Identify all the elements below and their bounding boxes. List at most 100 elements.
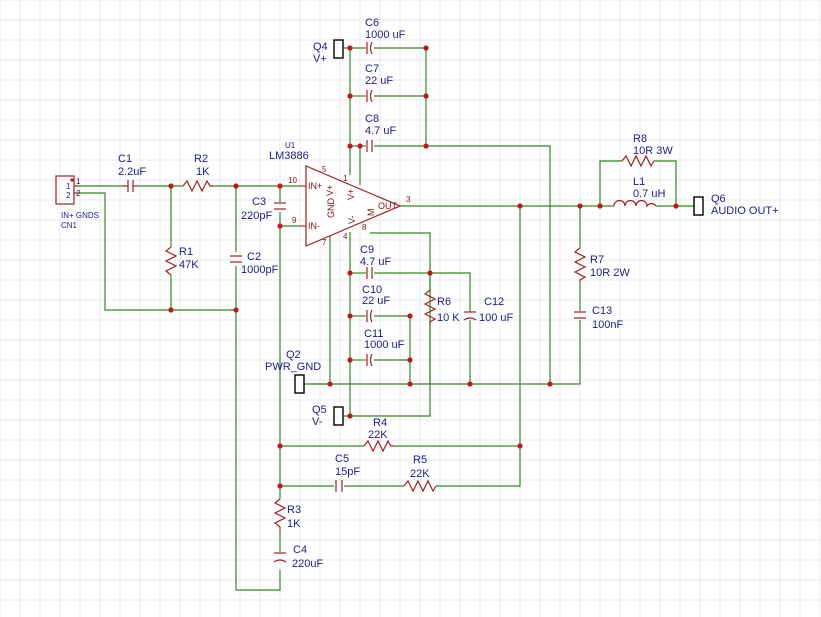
capacitor-c6[interactable]: C6 1000 uF — [365, 17, 406, 55]
resistor-r2[interactable]: R2 1K — [182, 153, 213, 193]
c2-ref: C2 — [247, 251, 261, 263]
capacitor-c9[interactable]: C9 4.7 uF — [360, 244, 391, 279]
c2-value: 1000pF — [241, 264, 279, 276]
junction-dot — [168, 307, 174, 313]
l1-ref: L1 — [633, 176, 645, 188]
capacitor-c10[interactable]: C10 22 uF — [362, 284, 390, 323]
capacitor-c5[interactable]: C5 15pF — [335, 453, 360, 492]
wire-r8-left — [599, 160, 622, 206]
c7-ref: C7 — [365, 63, 379, 75]
c6-plate-right — [369, 41, 373, 55]
junction-dot — [547, 381, 553, 387]
capacitor-c4[interactable]: C4 220uF — [273, 544, 323, 570]
u1-triangle — [305, 165, 402, 247]
resistor-r7[interactable]: R7 10R 2W — [573, 247, 630, 282]
junction-dot — [277, 483, 283, 489]
u1-vplus-label: V+ — [325, 185, 335, 196]
junction-dot — [347, 270, 353, 276]
junction-dot — [357, 143, 363, 149]
inductor-l1[interactable]: L1 0.7 uH — [613, 176, 665, 208]
junction-dot — [597, 203, 603, 209]
junction-dot — [467, 381, 473, 387]
junctions — [168, 45, 679, 489]
r6-ref: R6 — [437, 296, 451, 308]
capacitor-c1[interactable]: C1 2.2uF — [118, 153, 146, 192]
r7-body — [573, 247, 587, 282]
c9-ref: C9 — [360, 244, 374, 256]
r8-body — [621, 154, 655, 168]
r4-ref: R4 — [373, 417, 387, 429]
capacitor-c3[interactable]: C3 220pF — [241, 196, 286, 222]
connector-cn1[interactable]: 1 2 1 2 IN+ GNDS CN1 — [55, 175, 99, 230]
r7-value: 10R 2W — [590, 267, 630, 279]
u1-pin-inplus-num: 10 — [288, 176, 297, 185]
junction-dot — [407, 381, 413, 387]
wire-c9-right — [374, 272, 471, 312]
q5-ref: Q5 — [312, 404, 327, 416]
u1-part: LM3886 — [269, 150, 309, 162]
c1-ref: C1 — [118, 153, 132, 165]
resistor-r5[interactable]: R5 22K — [403, 454, 437, 493]
capacitor-c11[interactable]: C11 1000 uF — [364, 328, 405, 367]
resistor-r4[interactable]: R4 22K — [363, 417, 394, 453]
port-q2[interactable]: Q2 PWR_GND — [265, 349, 321, 394]
port-q5[interactable]: Q5 V- — [312, 404, 344, 428]
junction-dot — [347, 313, 353, 319]
wire-c8-gnd — [374, 145, 551, 384]
c13-ref: C13 — [592, 305, 612, 317]
port-q6[interactable]: Q6 AUDIO OUT+ — [693, 193, 779, 217]
l1-value: 0.7 uH — [633, 188, 665, 200]
r1-value: 47K — [179, 259, 199, 271]
capacitor-c7[interactable]: C7 22 uF — [365, 63, 393, 103]
c6-ref: C6 — [365, 17, 379, 29]
capacitor-c13[interactable]: C13 100nF — [574, 305, 623, 331]
r2-ref: R2 — [194, 153, 208, 165]
r2-value: 1K — [196, 166, 210, 178]
r4-value: 22K — [368, 429, 388, 441]
junction-dot — [423, 45, 429, 51]
c3-ref: C3 — [252, 196, 266, 208]
c13-value: 100nF — [592, 319, 623, 331]
q6-box — [693, 196, 704, 216]
resistor-r3[interactable]: R3 1K — [273, 498, 301, 530]
c10-value: 22 uF — [362, 295, 390, 307]
wire-c2-bottom — [235, 266, 281, 591]
wire-r8-right — [654, 160, 677, 206]
resistor-r6[interactable]: R6 10 K — [423, 289, 460, 325]
capacitor-c2[interactable]: C2 1000pF — [230, 251, 279, 276]
u1-vplus2-label: V+ — [346, 189, 356, 200]
cn1-label: IN+ GNDS — [61, 211, 99, 220]
cn1-ref: CN1 — [61, 221, 78, 230]
q2-ref: Q2 — [286, 349, 301, 361]
u1-in-minus-label: IN- — [308, 221, 320, 231]
junction-dot — [407, 357, 413, 363]
u1-pin-vminus-num: 4 — [343, 232, 348, 241]
c8-ref: C8 — [365, 113, 379, 125]
opamp-u1[interactable]: U1 LM3886 10 9 IN+ IN- OUT 3 5 1 V+ V+ G… — [269, 141, 411, 247]
c11-ref: C11 — [364, 328, 383, 340]
r8-ref: R8 — [633, 133, 647, 145]
c11-plate-right — [369, 353, 373, 367]
u1-pin-gnd-num: 7 — [322, 238, 327, 247]
resistor-r1[interactable]: R1 47K — [164, 246, 199, 276]
u1-vminus-label: V- — [347, 215, 357, 224]
u1-pin-mute-num: 8 — [362, 223, 367, 232]
cn1-body — [55, 175, 75, 205]
q4-box — [333, 39, 344, 59]
u1-out-label: OUT — [378, 201, 398, 211]
q4-net: V+ — [313, 53, 327, 65]
capacitor-c12[interactable]: C12 100 uF — [463, 296, 514, 324]
c10-ref: C10 — [362, 284, 382, 296]
u1-pin-vplus2-num: 1 — [343, 174, 348, 183]
junction-dot — [347, 93, 353, 99]
c12-ref: C12 — [484, 296, 504, 308]
cn1-pin1-label: 1 — [76, 177, 81, 186]
capacitor-c8[interactable]: C8 4.7 uF — [365, 113, 396, 152]
c6-value: 1000 uF — [365, 29, 406, 41]
port-q4[interactable]: Q4 V+ — [313, 39, 344, 65]
q6-ref: Q6 — [711, 193, 726, 205]
r3-ref: R3 — [287, 504, 301, 516]
junction-dot — [347, 45, 353, 51]
resistor-r8[interactable]: R8 10R 3W — [621, 133, 673, 168]
